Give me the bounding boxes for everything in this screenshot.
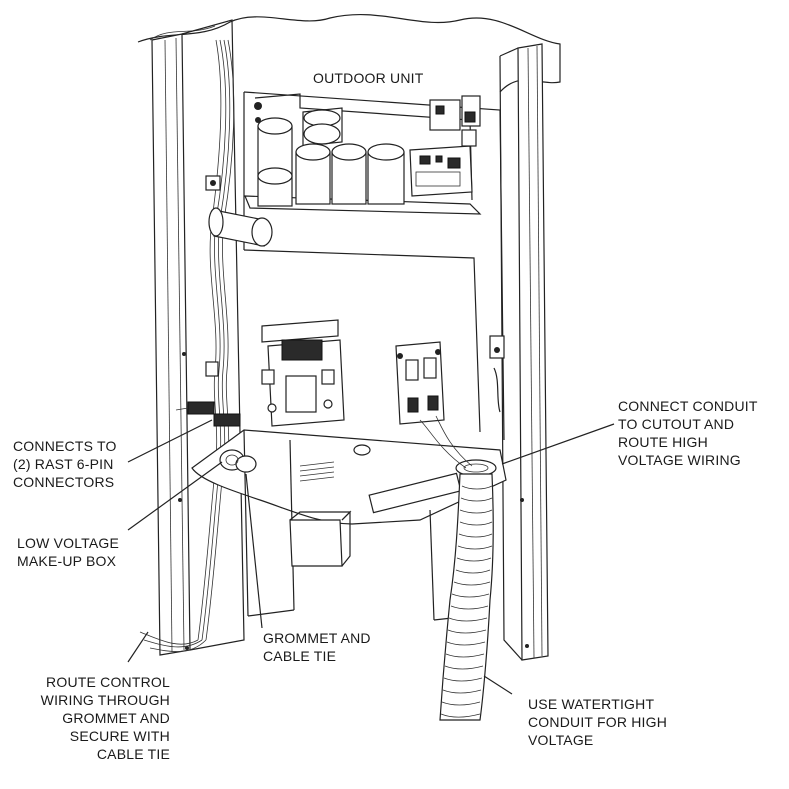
label-grommet: GROMMET AND CABLE TIE	[263, 629, 371, 665]
watertight-conduit	[419, 415, 497, 721]
capacitor-shelf	[244, 93, 482, 215]
label-low-voltage: LOW VOLTAGE MAKE-UP BOX	[17, 534, 119, 570]
back-panel	[243, 91, 505, 441]
label-route-control: ROUTE CONTROL WIRING THROUGH GROMMET AND…	[28, 673, 170, 763]
grommet-line1: GROMMET AND	[263, 630, 371, 646]
label-connects-to: CONNECTS TO (2) RAST 6-PIN CONNECTORS	[13, 437, 117, 491]
label-connect-conduit: CONNECT CONDUIT TO CUTOUT AND ROUTE HIGH…	[618, 397, 758, 469]
watertight-line1: USE WATERTIGHT	[528, 696, 655, 712]
top-torn-edge	[137, 14, 561, 93]
outdoor-unit-text: OUTDOOR UNIT	[313, 70, 424, 86]
route-control-line2: WIRING THROUGH	[40, 692, 170, 708]
connects-to-line3: CONNECTORS	[13, 474, 115, 490]
route-control-line4: SECURE WITH	[69, 728, 170, 744]
route-control-line5: CABLE TIE	[96, 746, 170, 762]
label-watertight: USE WATERTIGHT CONDUIT FOR HIGH VOLTAGE	[528, 695, 667, 749]
watertight-line2: CONDUIT FOR HIGH	[528, 714, 668, 730]
left-grommet-tube	[205, 175, 273, 247]
connect-conduit-line3: ROUTE HIGH	[618, 434, 708, 450]
grommet-cable-tie	[219, 449, 257, 473]
contactor-area	[261, 319, 505, 427]
low-voltage-line1: LOW VOLTAGE	[17, 535, 120, 551]
connects-to-line1: CONNECTS TO	[13, 438, 117, 454]
rast-connectors	[175, 361, 241, 427]
label-outdoor-unit: OUTDOOR UNIT	[313, 69, 424, 87]
grommet-line2: CABLE TIE	[263, 648, 337, 664]
connect-conduit-line2: TO CUTOUT AND	[618, 416, 735, 432]
base-platform	[191, 429, 507, 621]
route-control-line1: ROUTE CONTROL	[46, 674, 170, 690]
route-control-line3: GROMMET AND	[62, 710, 170, 726]
watertight-line3: VOLTAGE	[528, 732, 594, 748]
connects-to-line2: (2) RAST 6-PIN	[13, 456, 114, 472]
connect-conduit-line1: CONNECT CONDUIT	[618, 398, 758, 414]
connect-conduit-line4: VOLTAGE WIRING	[618, 452, 741, 468]
right-post	[499, 43, 549, 661]
left-post	[151, 19, 245, 656]
low-voltage-line2: MAKE-UP BOX	[17, 553, 117, 569]
leader-lines	[127, 419, 615, 695]
